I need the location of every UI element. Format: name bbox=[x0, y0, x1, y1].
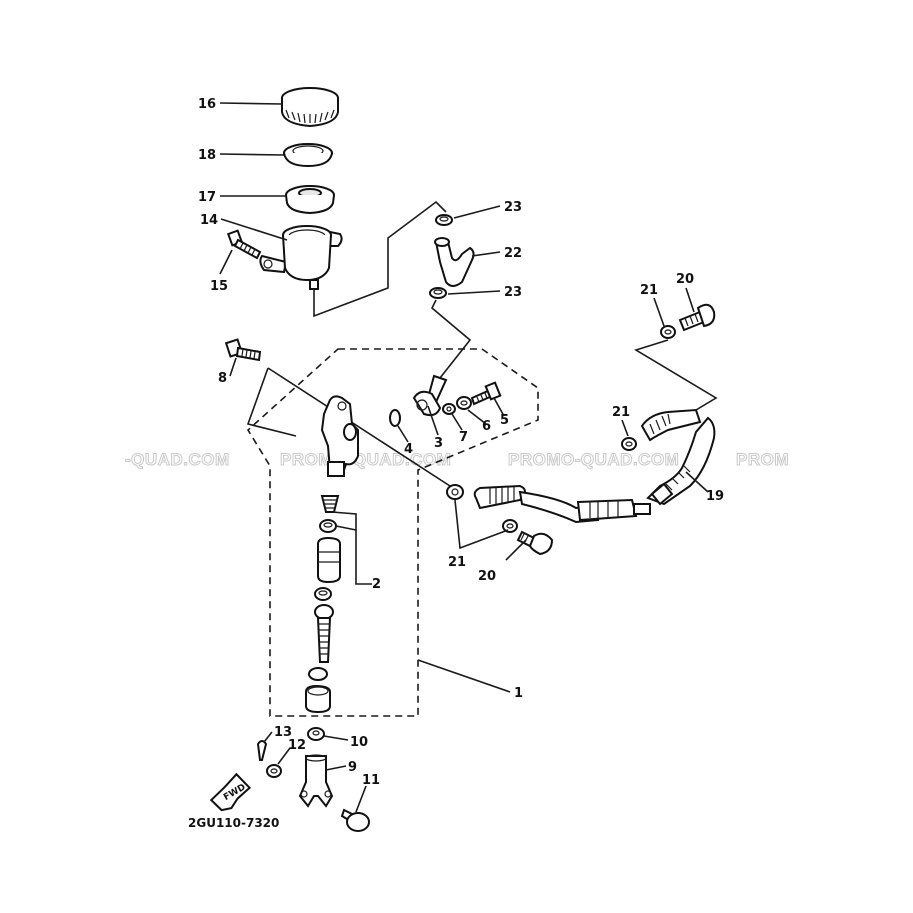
hose-joint bbox=[412, 374, 448, 417]
callout-7: 7 bbox=[459, 430, 468, 445]
fwd-arrow: FWD bbox=[209, 772, 252, 812]
piston-kit bbox=[305, 495, 341, 714]
reservoir-tank bbox=[259, 225, 343, 290]
diaphragm bbox=[283, 143, 333, 168]
leader-2 bbox=[331, 511, 372, 585]
leader-22 bbox=[471, 251, 501, 257]
leader-20b bbox=[505, 539, 527, 561]
watermark-3: PROMO-QUAD.COM bbox=[508, 450, 679, 469]
part-code: 2GU110-7320 bbox=[188, 816, 279, 830]
callout-labels: 16 18 17 14 15 23 22 23 8 4 3 7 6 5 2 1 … bbox=[198, 97, 724, 788]
cotter-pin bbox=[256, 740, 268, 761]
callout-20-upper: 20 bbox=[676, 272, 694, 287]
leader-hose-to-joint bbox=[431, 299, 472, 379]
callout-19: 19 bbox=[706, 489, 724, 504]
callout-6: 6 bbox=[482, 419, 491, 434]
washer-21-upper bbox=[660, 325, 676, 339]
callout-11: 11 bbox=[362, 773, 380, 788]
reservoir-cap bbox=[281, 87, 339, 128]
callout-13: 13 bbox=[274, 725, 292, 740]
washer-21-lower-right bbox=[502, 519, 518, 533]
callout-21-mid: 21 bbox=[612, 405, 630, 420]
mounting-bolt bbox=[224, 338, 262, 362]
leader-6 bbox=[467, 409, 487, 425]
clevis bbox=[298, 754, 334, 808]
watermark-2: PROMO-QUAD.COM bbox=[280, 450, 451, 469]
leader-4 bbox=[397, 425, 409, 443]
leader-1 bbox=[417, 659, 511, 693]
leader-16 bbox=[219, 102, 283, 105]
union-bolt-upper bbox=[678, 303, 716, 332]
union-bolt-lower bbox=[516, 530, 554, 556]
leader-14 bbox=[220, 218, 288, 241]
leader-7 bbox=[451, 413, 463, 431]
lock-nut bbox=[307, 727, 325, 741]
callout-3: 3 bbox=[434, 436, 443, 451]
leader-11 bbox=[355, 785, 367, 813]
washer-6 bbox=[456, 396, 472, 410]
callout-2: 2 bbox=[372, 577, 381, 592]
leader-2-branch bbox=[335, 525, 357, 531]
leader-15 bbox=[219, 249, 233, 275]
watermark-4: PROM bbox=[736, 450, 789, 469]
washer-21-mid bbox=[621, 437, 637, 451]
leader-19 bbox=[685, 471, 709, 493]
callout-4: 4 bbox=[404, 442, 413, 457]
leader-3 bbox=[427, 405, 439, 436]
leader-reservoir-to-hose bbox=[313, 200, 447, 318]
clevis-pin bbox=[340, 808, 370, 832]
leader-bolt-to-body bbox=[246, 367, 297, 437]
leader-9 bbox=[325, 765, 347, 771]
callout-21-lower: 21 bbox=[448, 555, 466, 570]
callout-8: 8 bbox=[218, 371, 227, 386]
master-cylinder-body bbox=[320, 395, 359, 477]
diaphragm-plate bbox=[285, 185, 335, 215]
leader-21a bbox=[653, 297, 665, 327]
watermark-band: -QUAD.COM PROMO-QUAD.COM PROMO-QUAD.COM … bbox=[125, 450, 790, 470]
joint-screw bbox=[470, 381, 502, 406]
reservoir-hose bbox=[434, 237, 475, 287]
callout-12: 12 bbox=[288, 738, 306, 753]
leader-5 bbox=[493, 397, 505, 417]
leader-21b bbox=[621, 419, 629, 437]
brake-hose bbox=[473, 408, 716, 524]
washer-12 bbox=[266, 764, 282, 778]
leader-20a bbox=[685, 287, 695, 313]
hose-clamp-lower bbox=[429, 287, 447, 299]
callout-23-lower: 23 bbox=[504, 285, 522, 300]
leader-21c bbox=[454, 499, 509, 550]
callout-14: 14 bbox=[200, 213, 218, 228]
leader-8 bbox=[229, 357, 237, 377]
callout-17: 17 bbox=[198, 190, 216, 205]
callout-9: 9 bbox=[348, 760, 357, 775]
callout-16: 16 bbox=[198, 97, 216, 112]
leader-23b bbox=[447, 290, 501, 295]
callout-21-upper: 21 bbox=[640, 283, 658, 298]
leader-12 bbox=[277, 747, 291, 765]
leader-18 bbox=[219, 153, 285, 156]
leader-23a bbox=[453, 205, 501, 219]
washer-21-lower-left bbox=[446, 484, 464, 500]
leader-upper-to-hose bbox=[634, 339, 718, 411]
callout-18: 18 bbox=[198, 148, 216, 163]
callout-1: 1 bbox=[514, 686, 523, 701]
callout-23-upper: 23 bbox=[504, 200, 522, 215]
assembly-1-boundary bbox=[246, 348, 539, 717]
o-ring bbox=[389, 409, 401, 427]
reservoir-screw bbox=[226, 229, 262, 260]
watermark-1: -QUAD.COM bbox=[125, 450, 230, 469]
leader-10 bbox=[323, 735, 349, 741]
callout-15: 15 bbox=[210, 279, 228, 294]
washer-7 bbox=[442, 403, 456, 415]
leader-bolt-line bbox=[267, 367, 451, 487]
callout-10: 10 bbox=[350, 735, 368, 750]
leader-13 bbox=[263, 731, 273, 743]
callout-22: 22 bbox=[504, 246, 522, 261]
callout-20-lower: 20 bbox=[478, 569, 496, 584]
callout-5: 5 bbox=[500, 413, 509, 428]
hose-clamp-upper bbox=[435, 214, 453, 226]
